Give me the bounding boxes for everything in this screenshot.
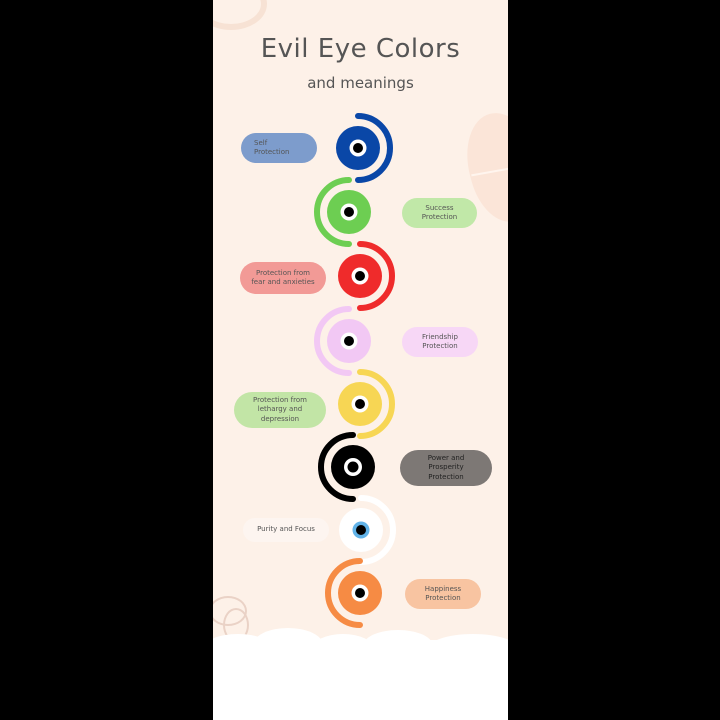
evil-eye-green-icon (314, 177, 371, 247)
cloud-bump (428, 634, 508, 664)
evil-eye-white-icon (339, 495, 396, 565)
page-subtitle: and meanings (307, 74, 414, 92)
evil-eye-yellow-icon (338, 369, 395, 439)
eye-orange (325, 558, 395, 628)
eye-red (325, 241, 395, 311)
eye-white (326, 495, 396, 565)
eye-yellow (325, 369, 395, 439)
cloud-bump (363, 630, 433, 662)
evil-eye-blue-icon (336, 113, 393, 183)
label-text: Purity and Focus (257, 525, 315, 534)
evil-eye-orange-icon (325, 558, 382, 628)
evil-eye-pink-icon (314, 306, 371, 376)
label-purity-focus: Purity and Focus (243, 518, 329, 542)
evil-eye-red-icon (338, 241, 395, 311)
page-title: Evil Eye Colors (260, 34, 461, 64)
evil-eye-black-icon (318, 432, 375, 502)
eye-blue (323, 113, 393, 183)
eye-green (314, 177, 384, 247)
eye-pink (314, 306, 384, 376)
eye-black (318, 432, 388, 502)
decorative-swirl-top (213, 0, 267, 30)
cloud-bump (253, 628, 323, 662)
